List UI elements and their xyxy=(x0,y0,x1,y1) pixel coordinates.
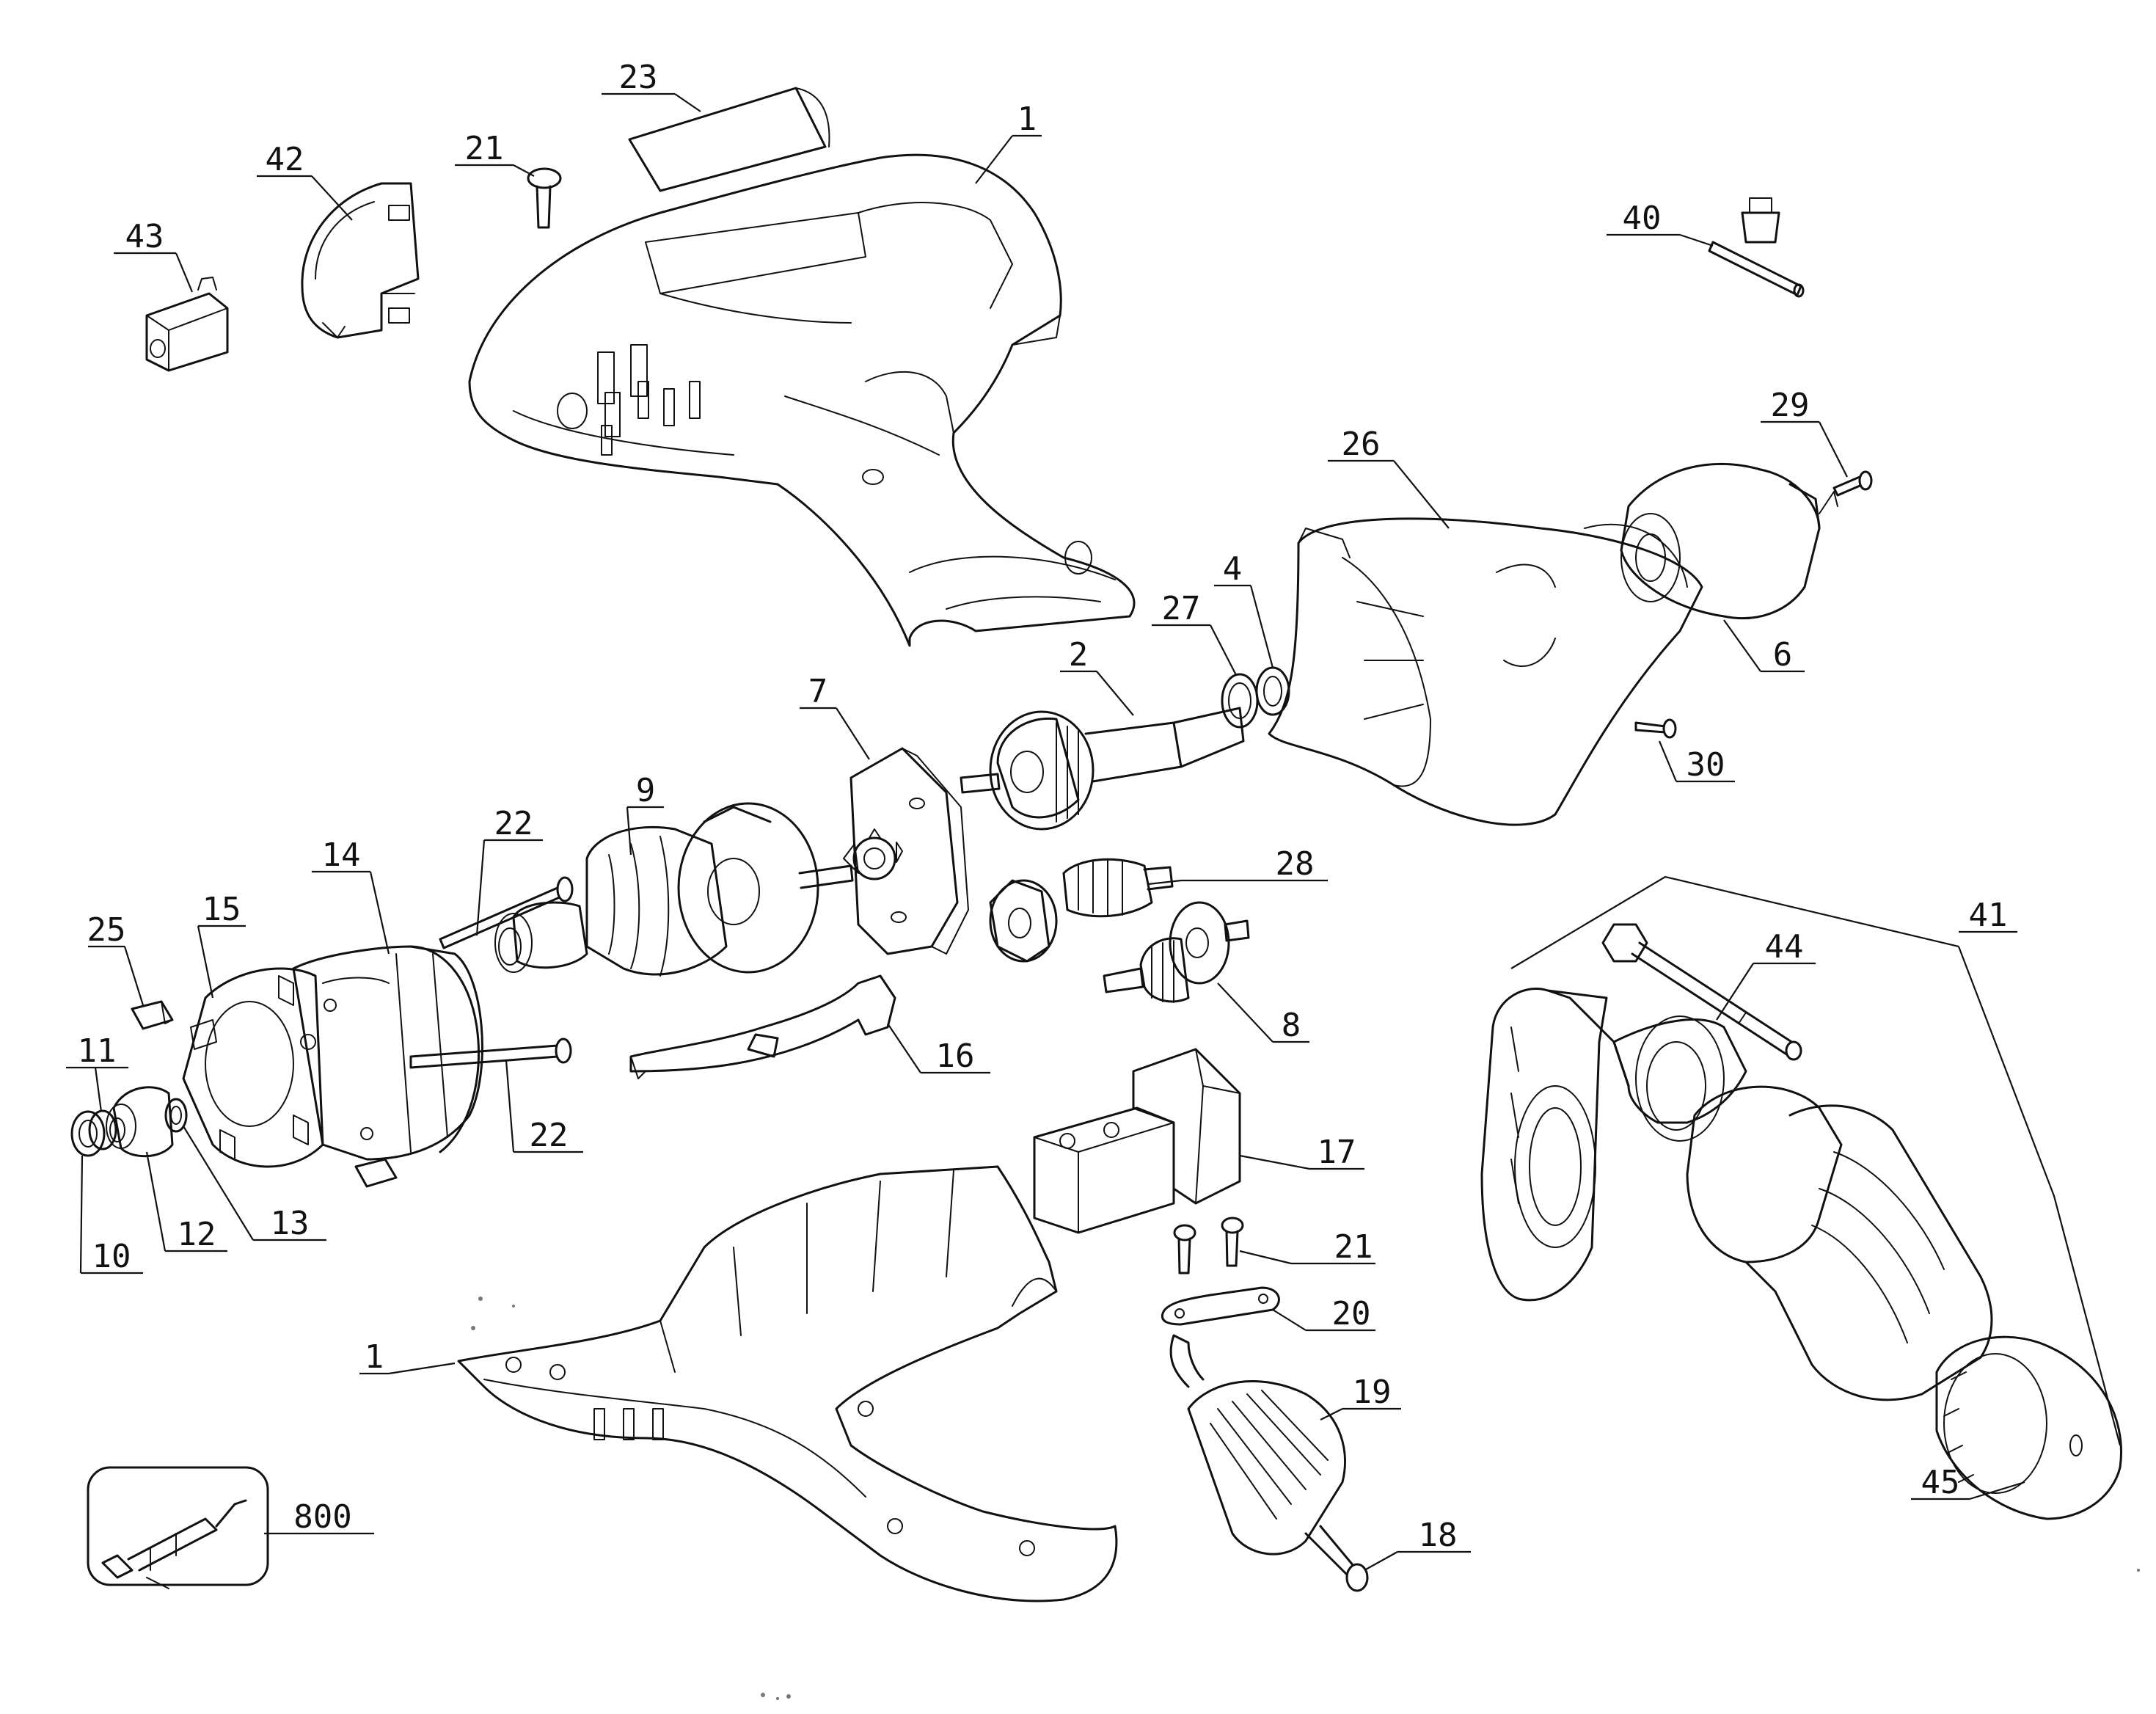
part-1-housing-lower xyxy=(457,1165,1118,1602)
part-27-retaining-ring xyxy=(1221,673,1259,729)
callout-18: 18 xyxy=(1419,1517,1458,1554)
callout-8: 8 xyxy=(1282,1007,1301,1044)
callout-20: 20 xyxy=(1332,1295,1371,1332)
part-29-chuck-screw xyxy=(1832,470,1873,497)
part-17-switch xyxy=(1033,1048,1241,1234)
part-12-bearing-collar xyxy=(106,1086,174,1158)
part-4-ring xyxy=(1255,666,1290,716)
part-1-housing-upper xyxy=(468,153,1136,647)
callout-41: 41 xyxy=(1969,897,2008,934)
part-2-spindle-gear xyxy=(960,707,1245,831)
part-42-switch-cover xyxy=(301,182,420,339)
part-19-cord-protector xyxy=(1169,1334,1346,1556)
part-15-brush-holder xyxy=(182,967,324,1168)
part-44-handle-bolt xyxy=(1601,923,1802,1061)
part-14-field-housing xyxy=(292,945,483,1161)
callout-28: 28 xyxy=(1276,845,1315,883)
callout-23: 23 xyxy=(619,59,658,96)
callout-12: 12 xyxy=(178,1216,216,1253)
part-40-chuck-key xyxy=(1708,197,1805,298)
part-11-washer xyxy=(88,1109,117,1150)
callout-4: 4 xyxy=(1223,550,1243,588)
part-22-screw-lower xyxy=(409,1037,572,1069)
leader-lines xyxy=(66,92,2122,1571)
part-6-chuck xyxy=(1620,462,1838,620)
callout-2: 2 xyxy=(1069,636,1089,674)
callout-16: 16 xyxy=(936,1037,975,1075)
brush-lower xyxy=(354,1158,398,1188)
callout-labels: 23 1 21 42 43 40 29 26 4 27 2 6 7 30 9 2… xyxy=(78,59,2008,1554)
part-18-power-cord xyxy=(1304,1525,1369,1592)
part-25-brush xyxy=(131,1000,174,1030)
callout-11: 11 xyxy=(78,1032,117,1070)
callout-22-lower: 22 xyxy=(530,1117,569,1154)
callout-21-upper: 21 xyxy=(465,130,504,167)
callout-43: 43 xyxy=(125,218,164,255)
callout-40: 40 xyxy=(1623,200,1662,237)
callout-6: 6 xyxy=(1773,636,1793,674)
part-8-intermediate-gear xyxy=(1103,901,1250,1003)
callout-25: 25 xyxy=(87,911,126,949)
callout-27: 27 xyxy=(1162,590,1201,627)
part-20-clamp-plate xyxy=(1161,1286,1280,1326)
callout-29: 29 xyxy=(1771,387,1810,424)
callout-30: 30 xyxy=(1687,746,1725,784)
callout-13: 13 xyxy=(271,1205,310,1242)
callout-42: 42 xyxy=(266,141,304,178)
scan-specks xyxy=(471,1297,2140,1700)
callout-26: 26 xyxy=(1342,426,1381,463)
part-30-screw xyxy=(1634,718,1677,739)
callout-1-upper: 1 xyxy=(1017,101,1037,138)
part-21-screw-top xyxy=(527,167,562,229)
part-26-gear-case xyxy=(1268,517,1703,826)
part-41-side-handle-clamp xyxy=(1480,987,1747,1302)
callout-17: 17 xyxy=(1318,1134,1356,1171)
callout-45: 45 xyxy=(1921,1464,1960,1501)
callout-7: 7 xyxy=(808,673,828,710)
part-23-label-plate xyxy=(628,87,830,192)
part-43-switch-block xyxy=(145,277,229,372)
callout-9: 9 xyxy=(636,772,656,809)
callout-800: 800 xyxy=(293,1498,351,1536)
callout-15: 15 xyxy=(202,891,241,928)
part-10-washer xyxy=(70,1110,106,1157)
part-21-screws-lower xyxy=(1173,1217,1244,1274)
part-22-screw-upper xyxy=(439,876,574,949)
part-9-armature xyxy=(494,802,854,977)
callout-14: 14 xyxy=(322,836,361,874)
callout-21-lower: 21 xyxy=(1334,1228,1373,1266)
callout-19: 19 xyxy=(1353,1374,1392,1411)
part-13-washer xyxy=(164,1098,188,1133)
part-45-handle-grip xyxy=(1686,1085,2122,1520)
part-800-cord-set-inset xyxy=(87,1466,269,1589)
callout-1-lower: 1 xyxy=(365,1338,384,1376)
callout-10: 10 xyxy=(92,1238,131,1275)
callout-22-upper: 22 xyxy=(494,805,533,842)
part-16-switch-lever xyxy=(629,974,896,1079)
part-7-bearing-plate xyxy=(843,747,969,955)
part-28-cluster-gear xyxy=(989,858,1174,963)
callout-44: 44 xyxy=(1765,928,1804,966)
